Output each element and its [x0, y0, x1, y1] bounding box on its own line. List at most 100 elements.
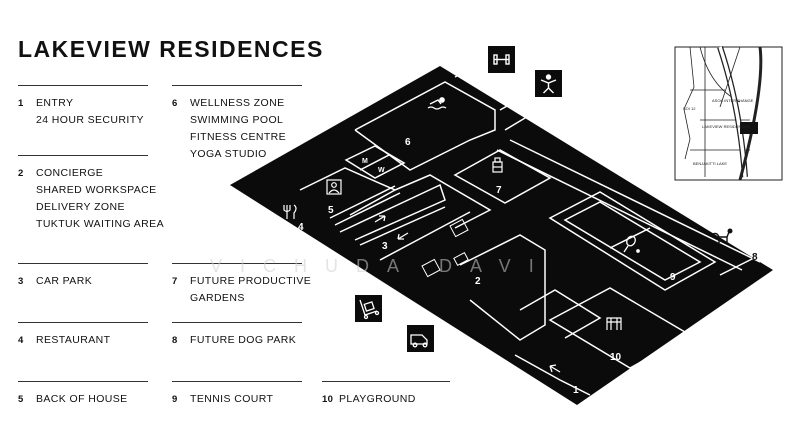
legend-line: DELIVERY ZONE — [36, 201, 125, 213]
stair-motifs — [421, 218, 469, 278]
legend-line: ENTRY — [36, 97, 74, 109]
legend-divider — [18, 381, 148, 382]
legend-line: CAR PARK — [36, 275, 93, 287]
legend-divider — [18, 263, 148, 264]
plan-label-4: 4 — [298, 222, 304, 233]
legend-line: PLAYGROUND — [339, 393, 416, 405]
wellness-divider — [499, 89, 536, 111]
legend-divider — [172, 381, 302, 382]
legend-number: 8 — [172, 335, 178, 346]
entry-path — [514, 354, 591, 396]
legend-line: FITNESS CENTRE — [190, 131, 287, 143]
wellness-zone-outline — [354, 81, 496, 171]
service-lines — [329, 185, 396, 219]
tuktuk-icon — [407, 325, 434, 352]
legend-line: 24 HOUR SECURITY — [36, 114, 144, 126]
legend-divider — [18, 322, 148, 323]
gardens-outline — [453, 149, 552, 204]
legend-line: TUKTUK WAITING AREA — [36, 218, 164, 230]
legend-number: 9 — [172, 394, 178, 405]
car-park-lane — [359, 206, 446, 246]
legend-number: 4 — [18, 335, 24, 346]
plan-label-3: 3 — [382, 241, 388, 252]
legend-divider — [172, 322, 302, 323]
dumbbell-icon — [488, 46, 515, 73]
car-park-lane — [379, 211, 471, 261]
garden-icon — [492, 157, 503, 173]
playground-icon — [606, 317, 622, 330]
plan-label-8: 8 — [752, 252, 758, 263]
legend-line: YOGA STUDIO — [190, 148, 267, 160]
page-title: LAKEVIEW RESIDENCES — [18, 36, 324, 62]
locator-map: BENJAKITTI LAKE LAKEVIEW RESIDENCES ASOK… — [674, 46, 783, 181]
concierge-outline — [394, 174, 492, 229]
trolley-icon — [355, 295, 382, 322]
legend-line: TENNIS COURT — [190, 393, 274, 405]
restroom-divider — [359, 154, 390, 171]
legend-line: FUTURE PRODUCTIVE — [190, 275, 312, 287]
plan-label-10: 10 — [610, 352, 622, 363]
plan-label-2: 2 — [475, 276, 481, 287]
concierge-icon — [326, 179, 342, 195]
restroom-label-men: M — [362, 158, 368, 165]
legend-number: 7 — [172, 276, 178, 287]
central-block-outline — [519, 289, 602, 339]
legend-line: BACK OF HOUSE — [36, 393, 128, 405]
legend-line: GARDENS — [190, 292, 245, 304]
map-label-soi: SOI 12 — [683, 106, 696, 111]
legend-divider — [172, 263, 302, 264]
legend-divider — [18, 85, 148, 86]
walkway-line — [496, 149, 743, 271]
car-park-outline — [339, 183, 446, 241]
plan-outlines — [299, 57, 761, 396]
tennis-court-outline — [548, 191, 717, 291]
yoga-icon — [535, 70, 562, 97]
tennis-court-inner — [563, 201, 702, 281]
legend-line: WELLNESS ZONE — [190, 97, 285, 109]
stair-motif — [421, 258, 441, 278]
restroom-label-women: W — [378, 167, 385, 174]
plan-label-6: 6 — [405, 137, 411, 148]
playground-outline — [548, 287, 692, 369]
legend-line: SWIMMING POOL — [190, 114, 284, 126]
map-label-interchange: ASOK INTERCHANGE — [712, 98, 754, 103]
stair-motif — [453, 251, 469, 267]
arrow-icon — [374, 215, 386, 223]
service-lines — [334, 192, 401, 226]
tennis-net — [609, 227, 651, 249]
plan-label-7: 7 — [496, 185, 502, 196]
legend-number: 2 — [18, 168, 24, 179]
legend-divider — [322, 381, 450, 382]
map-label-residences: LAKEVIEW RESIDENCES — [702, 124, 750, 129]
central-block-outline — [459, 234, 546, 341]
back-of-house-outline — [299, 167, 397, 216]
legend-line: RESTAURANT — [36, 334, 111, 346]
wellness-divider — [504, 114, 531, 131]
swimmer-icon — [427, 97, 447, 110]
plan-label-5: 5 — [328, 205, 334, 216]
dog-park-divider — [719, 254, 761, 276]
legend-divider — [172, 85, 302, 86]
plan-label-1: 1 — [573, 385, 579, 396]
arrows — [374, 215, 561, 373]
wellness-divider — [454, 57, 489, 78]
map-label-lake: BENJAKITTI LAKE — [693, 161, 727, 166]
watermark: VICHUDA DAVI — [210, 256, 552, 276]
legend-line: CONCIERGE — [36, 167, 104, 179]
arrow-icon — [397, 232, 409, 240]
dog-icon — [712, 228, 733, 243]
plan-label-9: 9 — [670, 272, 676, 283]
restaurant-icon — [283, 204, 297, 219]
arrow-icon — [549, 364, 561, 373]
restroom-block — [344, 145, 406, 179]
legend-number: 3 — [18, 276, 24, 287]
legend-line: FUTURE DOG PARK — [190, 334, 297, 346]
legend-number: 5 — [18, 394, 24, 405]
legend-number: 10 — [322, 394, 334, 405]
legend-number: 6 — [172, 98, 178, 109]
legend-divider — [18, 155, 148, 156]
tennis-icon — [623, 235, 640, 253]
legend-number: 1 — [18, 98, 24, 109]
legend-line: SHARED WORKSPACE — [36, 184, 157, 196]
